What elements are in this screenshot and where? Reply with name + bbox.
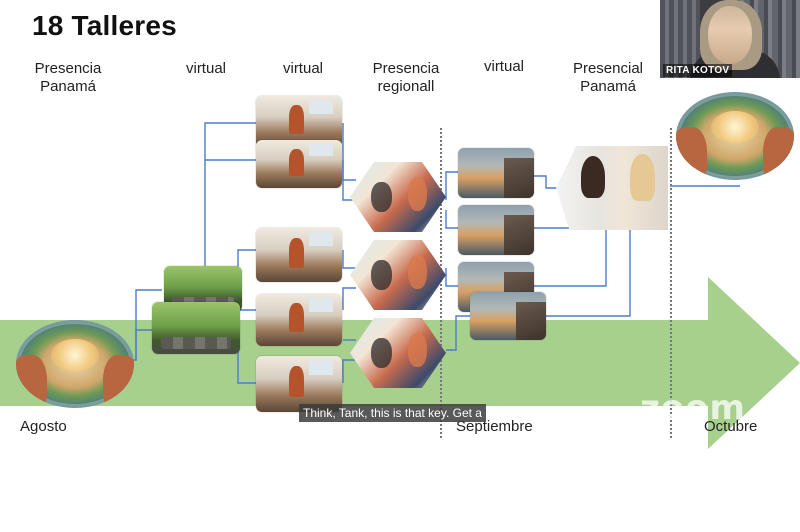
timeline-arrowhead bbox=[708, 277, 800, 449]
month-label-middle: Septiembre bbox=[456, 418, 533, 435]
month-divider bbox=[670, 128, 672, 438]
sea-coast-image bbox=[470, 292, 546, 340]
header-presencia-panama: Presencia Panamá bbox=[34, 60, 102, 95]
presenter-meeting-image bbox=[256, 294, 342, 346]
month-divider bbox=[440, 128, 442, 438]
workshop-group-image bbox=[350, 162, 446, 232]
crystal-ball-image bbox=[676, 92, 794, 180]
header-virtual-2: virtual bbox=[282, 60, 323, 77]
month-label-start: Agosto bbox=[20, 418, 67, 435]
live-caption: Think, Tank, this is that key. Get a bbox=[299, 404, 486, 422]
presenter-meeting-image bbox=[256, 96, 342, 148]
zoom-watermark: zoom bbox=[640, 388, 746, 428]
header-virtual-3: virtual bbox=[483, 58, 524, 75]
sea-coast-image bbox=[458, 205, 534, 255]
sea-coast-image bbox=[458, 148, 534, 198]
slide-title: 18 Talleres bbox=[32, 10, 177, 41]
plant-growth-image bbox=[152, 302, 240, 354]
header-virtual-1: virtual bbox=[185, 60, 226, 77]
presenter-meeting-image bbox=[256, 356, 342, 412]
participant-name: RITA KOTOV bbox=[663, 64, 733, 77]
presenter-meeting-image bbox=[256, 140, 342, 188]
header-presencia-regional: Presencia regionall bbox=[372, 60, 440, 95]
presenter-meeting-image bbox=[256, 228, 342, 282]
month-label-end: Octubre bbox=[704, 418, 758, 435]
women-conversation-image bbox=[556, 146, 668, 230]
crystal-ball-image bbox=[16, 320, 134, 408]
header-presencial-panama: Presencial Panamá bbox=[572, 60, 644, 95]
